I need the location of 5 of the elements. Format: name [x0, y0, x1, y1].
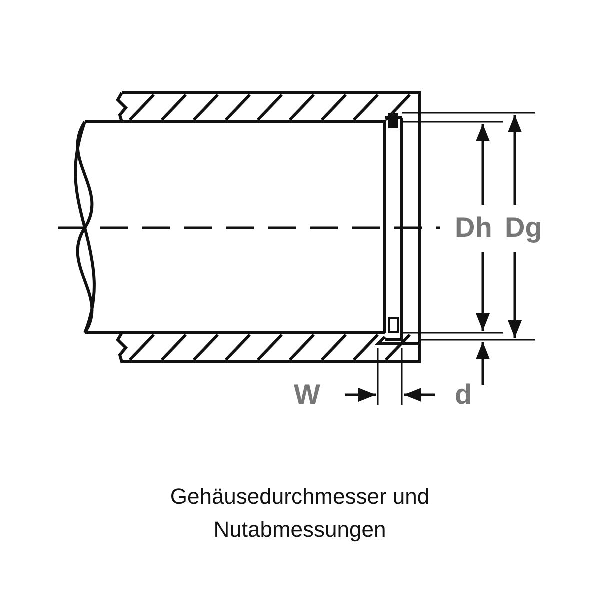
dimension-label: Dg [505, 214, 542, 242]
caption: Gehäusedurchmesser und Nutabmessungen [169, 483, 431, 544]
dimension-label: d [455, 381, 472, 409]
dimension-label: Dh [455, 214, 492, 242]
dimension-label: W [294, 381, 320, 409]
